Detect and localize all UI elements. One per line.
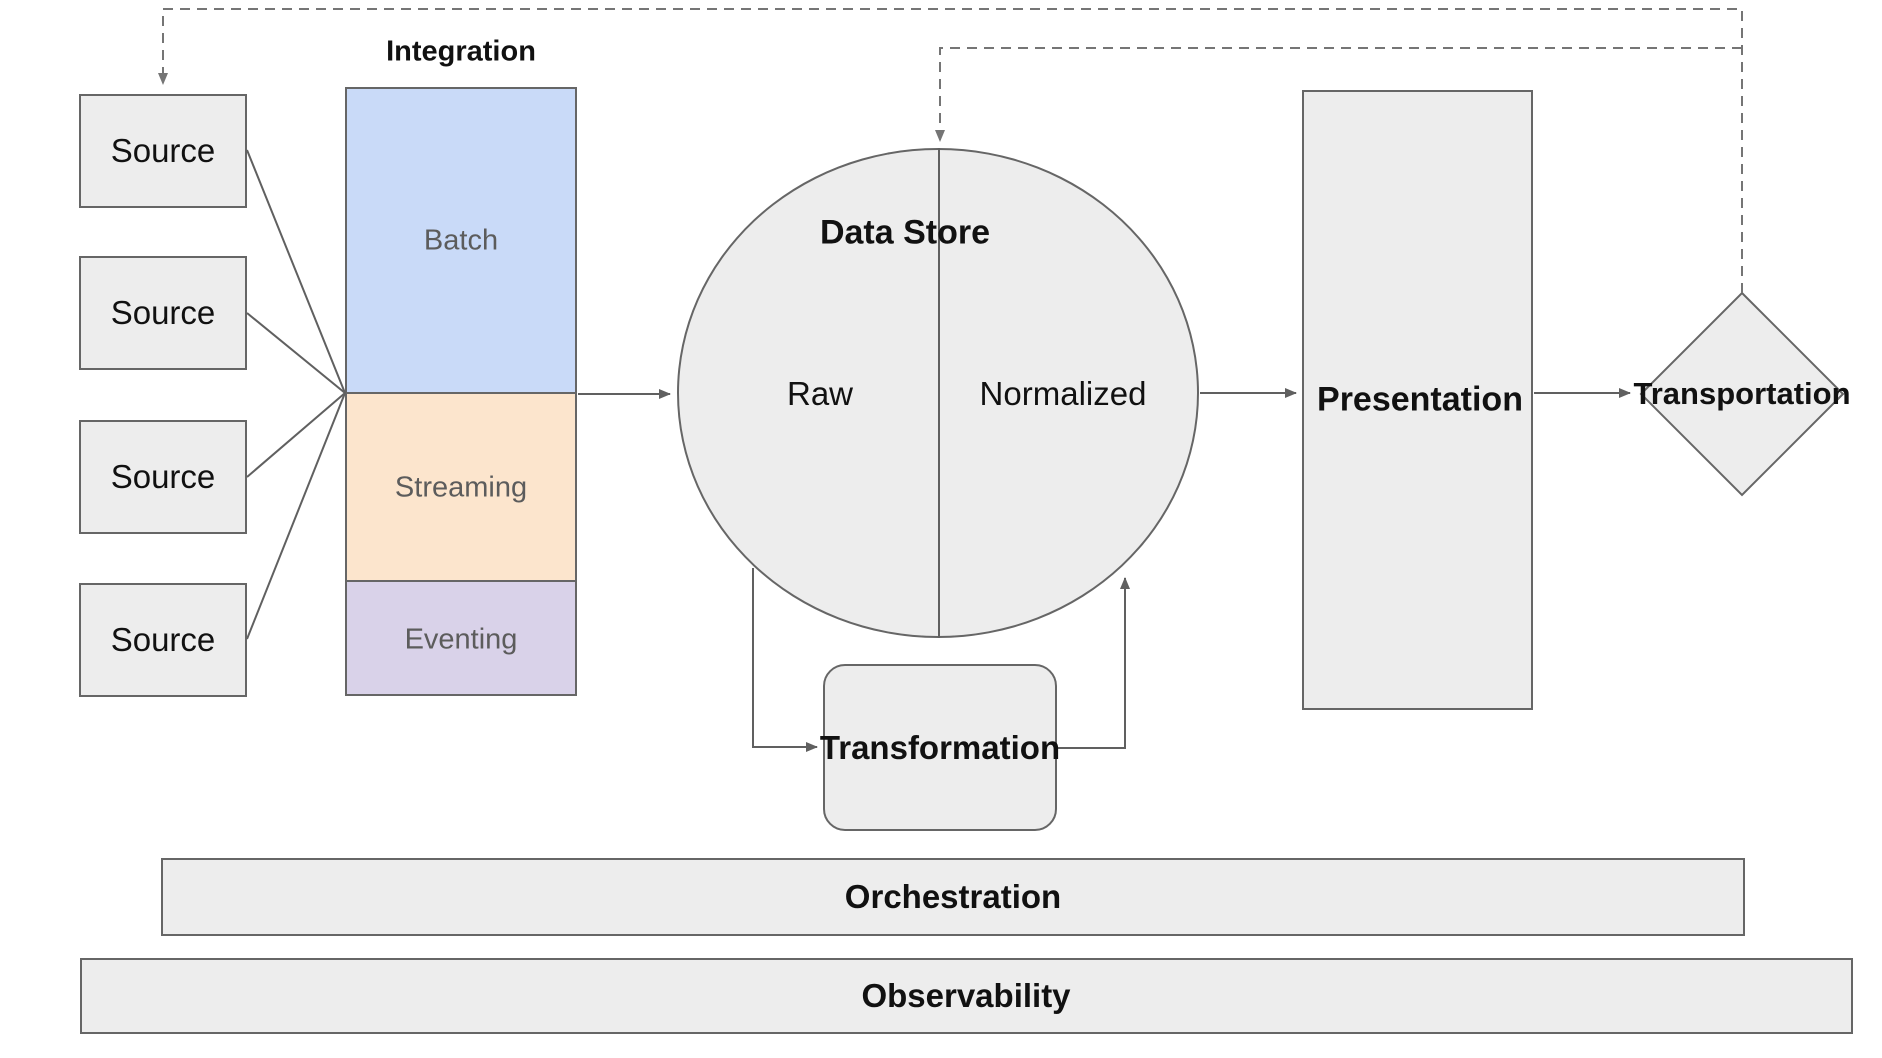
integration-segment-eventing	[345, 580, 577, 696]
batch-label: Batch	[423, 224, 499, 257]
source-label-1: Source	[110, 132, 216, 170]
integration-title: Integration	[386, 35, 536, 68]
source-label-4: Source	[110, 621, 216, 659]
line-source1-to-integration	[246, 149, 346, 394]
observability-bar	[80, 958, 1853, 1034]
line-source2-to-integration	[246, 312, 346, 394]
transformation-label: Transformation	[819, 729, 1061, 767]
presentation-label: Presentation	[1317, 380, 1523, 419]
integration-segment-streaming	[345, 392, 577, 582]
streaming-label: Streaming	[394, 471, 528, 504]
raw-label: Raw	[786, 375, 854, 413]
source-label-2: Source	[110, 294, 216, 332]
orchestration-label: Orchestration	[844, 878, 1062, 916]
source-node-4	[79, 583, 247, 697]
source-label-3: Source	[110, 458, 216, 496]
observability-label: Observability	[861, 977, 1071, 1015]
line-source4-to-integration	[246, 392, 346, 640]
eventing-label: Eventing	[404, 623, 518, 656]
transformation-node	[823, 664, 1057, 831]
source-node-3	[79, 420, 247, 534]
data-store-title: Data Store	[819, 213, 991, 252]
orchestration-bar	[161, 858, 1745, 936]
normalized-label: Normalized	[979, 375, 1147, 413]
transportation-label: Transportation	[1633, 376, 1851, 412]
line-source3-to-integration	[246, 392, 346, 478]
